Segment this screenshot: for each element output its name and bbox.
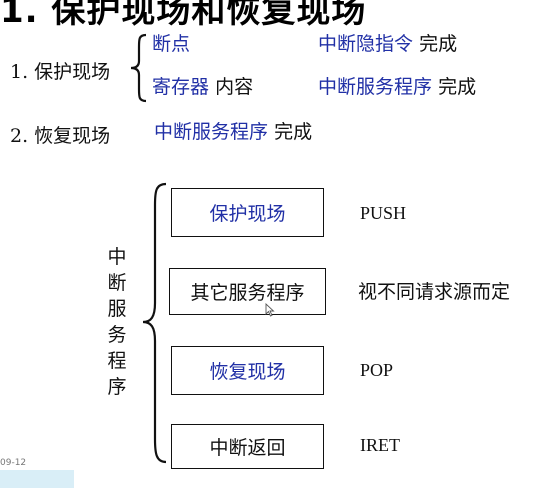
- step-note-iret: IRET: [360, 435, 400, 455]
- step-note-push: PUSH: [360, 203, 407, 223]
- content-text: 内容: [215, 76, 254, 98]
- interrupt-service-routine-1: 中断服务程序: [318, 76, 433, 98]
- page-heading: 1. 保护现场和恢复现场: [0, 0, 367, 31]
- section2-label: 2. 恢复现场: [10, 125, 111, 147]
- step-box-label: 保护现场: [209, 203, 286, 225]
- step-note-depends: 视不同请求源而定: [358, 281, 511, 303]
- step-box-label: 中断返回: [209, 437, 286, 459]
- step-box-restore-context: 恢复现场: [171, 346, 324, 395]
- step-note-pop: POP: [360, 360, 394, 380]
- step-box-label: 其它服务程序: [190, 282, 305, 304]
- interrupt-service-routine-2: 中断服务程序: [154, 121, 269, 143]
- section1-label: 1. 保护现场: [10, 61, 111, 83]
- big-left-brace-icon: [142, 182, 167, 464]
- step-box-other-services: 其它服务程序: [169, 268, 326, 315]
- step-box-save-context: 保护现场: [171, 188, 324, 237]
- interrupt-implicit-instruction: 中断隐指令: [318, 33, 414, 55]
- mouse-pointer-icon: [265, 303, 275, 317]
- step-box-interrupt-return: 中断返回: [171, 424, 324, 469]
- date-label: 09-12: [0, 458, 27, 468]
- vertical-group-label: 中断服务程序: [107, 246, 127, 398]
- complete-text-1: 完成: [419, 33, 458, 55]
- bottom-bar: [0, 470, 74, 488]
- register-text: 寄存器: [152, 76, 210, 98]
- step-box-label: 恢复现场: [209, 361, 286, 383]
- complete-text-2: 完成: [438, 76, 477, 98]
- breakpoint-text: 断点: [152, 33, 191, 55]
- left-brace-icon: [130, 33, 147, 103]
- complete-text-3: 完成: [274, 121, 313, 143]
